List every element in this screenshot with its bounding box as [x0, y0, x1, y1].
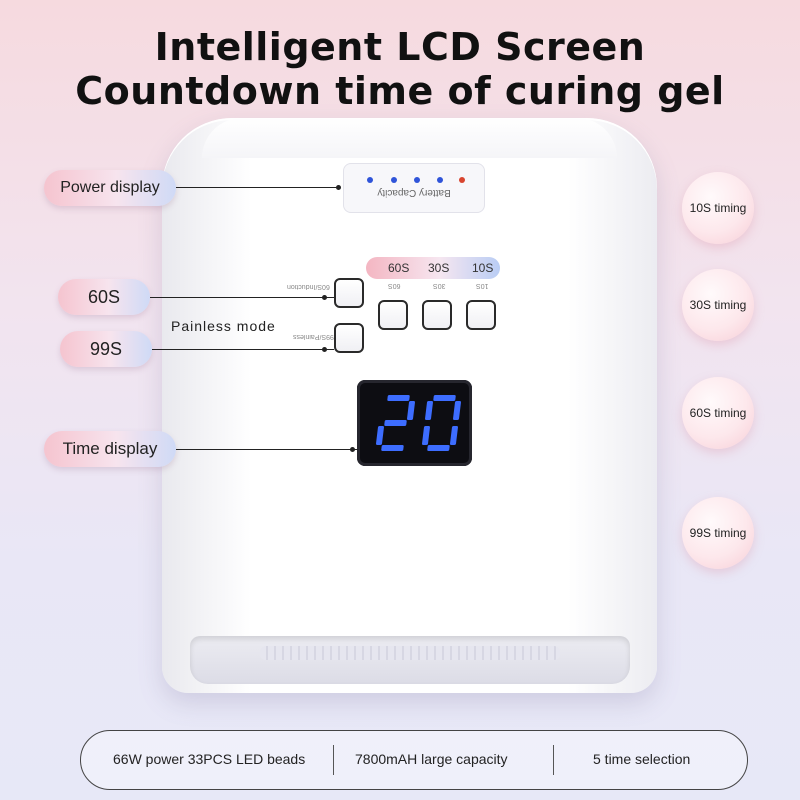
callout-60s-text: 60S [87, 286, 121, 307]
feature-bar: 66W power 33PCS LED beads 7800mAH large … [80, 730, 748, 790]
callout-99s-text: 99S [89, 338, 123, 359]
leader-60s [150, 297, 334, 298]
engraved-60s: 60S [388, 282, 401, 289]
badge-30s-timing: 30S timing [682, 269, 754, 341]
lcd-digit-2 [422, 395, 461, 451]
battery-led-2 [391, 177, 397, 183]
callout-60s: 60S [58, 279, 150, 315]
feature-divider-2 [553, 745, 554, 775]
lcd-segment-d [381, 445, 404, 451]
leader-time-dot [350, 447, 355, 452]
lcd-segment-b [453, 401, 461, 420]
strip-label-60s: 60S [388, 261, 410, 275]
60s-induction-button[interactable] [334, 278, 364, 308]
badge-60s-timing: 60S timing [682, 377, 754, 449]
lcd-digit-1 [376, 395, 415, 451]
10s-timing-button[interactable] [466, 300, 496, 330]
engraved-induction: 60S/Induction [287, 283, 330, 290]
callout-99s: 99S [60, 331, 152, 367]
callout-power-display: Power display [44, 170, 176, 206]
badge-60s-text: 60S timing [689, 406, 747, 420]
60s-timing-button[interactable] [378, 300, 408, 330]
lcd-segment-a [387, 395, 410, 401]
badge-10s-text: 10S timing [689, 201, 747, 215]
leader-power [176, 187, 338, 188]
strip-label-30s: 30S [428, 261, 450, 275]
lcd-segment-a [433, 395, 456, 401]
lcd-segment-e [376, 426, 384, 445]
engraved-30s: 30S [433, 282, 446, 289]
lcd-segment-c [450, 426, 458, 445]
badge-10s-timing: 10S timing [682, 172, 754, 244]
feature-power-beads: 66W power 33PCS LED beads [113, 751, 306, 767]
badge-99s-text: 99S timing [689, 526, 747, 540]
feature-divider-1 [333, 745, 334, 775]
battery-led-4 [437, 177, 443, 183]
leader-99s [152, 349, 334, 350]
battery-led-1 [367, 177, 373, 183]
led-bead-strip [260, 646, 560, 660]
seven-segment-readout [376, 395, 461, 451]
battery-led-3 [414, 177, 420, 183]
lcd-segment-d [427, 445, 450, 451]
engraved-painless: 99S/Painless [293, 333, 334, 340]
lcd-segment-e [422, 426, 430, 445]
lcd-segment-g [384, 420, 407, 426]
lamp-top-curve [202, 118, 617, 158]
callout-time-display: Time display [44, 431, 176, 467]
leader-99s-dot [322, 347, 327, 352]
30s-timing-button[interactable] [422, 300, 452, 330]
engraved-10s: 10S [476, 282, 489, 289]
leader-60s-dot [322, 295, 327, 300]
callout-power-display-text: Power display [60, 179, 160, 196]
leader-time [176, 449, 358, 450]
lcd-segment-f [425, 401, 433, 420]
lcd-time-display [357, 380, 472, 466]
headline-line-1: Intelligent LCD Screen [154, 25, 646, 69]
feature-capacity: 7800mAH large capacity [355, 751, 508, 767]
leader-power-dot [336, 185, 341, 190]
nail-lamp-body [162, 118, 657, 693]
battery-capacity-indicator: Battery Capacity [343, 163, 485, 213]
strip-label-10s: 10S [472, 261, 494, 275]
lamp-base-opening [190, 636, 630, 684]
feature-time-selection: 5 time selection [593, 751, 691, 767]
badge-99s-timing: 99S timing [682, 497, 754, 569]
timing-label-strip: 60S 30S 10S [366, 257, 500, 279]
painless-mode-label: Painless mode [171, 318, 276, 334]
lcd-digits [376, 395, 461, 451]
badge-30s-text: 30S timing [689, 298, 747, 312]
99s-painless-button[interactable] [334, 323, 364, 353]
headline-line-2: Countdown time of curing gel [75, 69, 725, 113]
callout-time-display-text: Time display [62, 439, 158, 458]
battery-led-5 [459, 177, 465, 183]
battery-capacity-label: Battery Capacity [377, 187, 451, 198]
lcd-segment-b [407, 401, 415, 420]
